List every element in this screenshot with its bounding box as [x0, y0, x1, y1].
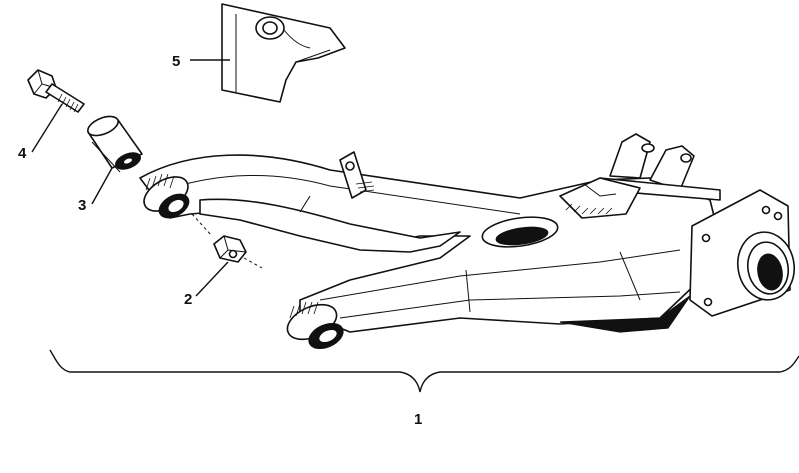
- leader-4: [31, 103, 63, 153]
- part-1-trailing-arm: [139, 133, 795, 350]
- part-3-bushing: [87, 115, 143, 173]
- leader-3: [91, 167, 113, 205]
- callout-1: 1: [414, 411, 422, 428]
- callout-3: 3: [78, 197, 86, 214]
- callout-labels: 5 4 3 2 1: [18, 53, 422, 428]
- callout-4: 4: [18, 145, 27, 162]
- part-4-bolt: [27, 69, 85, 113]
- leader-2: [195, 261, 229, 297]
- bracket-1: [49, 349, 799, 393]
- leader-lines: [31, 59, 799, 393]
- callout-2: 2: [184, 291, 192, 308]
- callout-5: 5: [172, 53, 180, 70]
- part-2-nut: [191, 213, 263, 269]
- part-5-bracket-plate: [221, 3, 346, 103]
